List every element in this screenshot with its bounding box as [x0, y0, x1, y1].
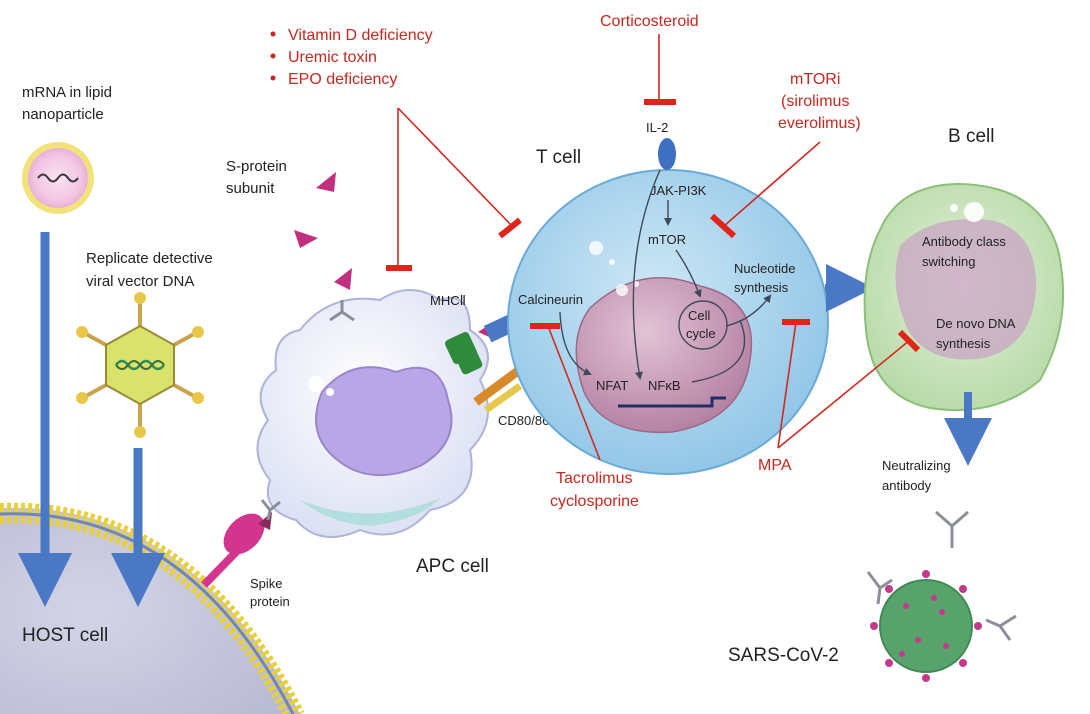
mpa-inhibitor: MPA	[758, 319, 921, 474]
cd80-bar	[473, 364, 525, 406]
corticosteroid-label: Corticosteroid	[600, 13, 699, 30]
nfat-label: NFAT	[596, 378, 628, 393]
mrna-lnp: mRNA in lipid nanoparticle	[22, 84, 116, 214]
virus-body	[879, 579, 973, 673]
inhibit-bar-tcell	[498, 217, 522, 239]
spike-stalk	[201, 547, 241, 588]
calcineurin-label: Calcineurin	[518, 292, 583, 307]
host-cell-label: HOST cell	[22, 625, 108, 646]
mtori-label: mTORi (sirolimus everolimus)	[778, 71, 861, 132]
spike-protein-label: Spike protein	[250, 576, 290, 609]
nucleotide-label: Nucleotide synthesis	[734, 261, 799, 295]
antibody-icon	[866, 571, 893, 605]
corticosteroid-inhibitor: Corticosteroid	[600, 13, 699, 105]
viral-vector: Replicate detective viral vector DNA	[76, 250, 217, 438]
deficiency-item: EPO deficiency	[288, 71, 397, 88]
t-cell-nucleus	[575, 277, 753, 434]
s-protein-label: S-protein subunit	[226, 158, 291, 197]
host-cell-body	[0, 507, 300, 714]
de-novo-label: De novo DNA synthesis	[936, 316, 1018, 351]
cell-cycle-loop	[678, 300, 728, 350]
mrna-label: mRNA in lipid nanoparticle	[22, 84, 116, 123]
il2-receptor	[658, 138, 676, 170]
mtor-label: mTOR	[648, 232, 686, 247]
tacrolimus-inhibitor: Tacrolimus cyclosporine	[530, 323, 639, 510]
vector-spike-tips	[76, 292, 204, 438]
apc-nucleus	[315, 366, 453, 476]
b-cell-label: B cell	[948, 126, 994, 147]
mtori-inhibitor: mTORi (sirolimus everolimus)	[709, 71, 861, 239]
antibody-icon	[260, 499, 281, 521]
antibody-icon	[329, 300, 355, 322]
deficiency-list: Vitamin D deficiency Uremic toxin EPO de…	[270, 27, 522, 271]
mpa-label: MPA	[758, 457, 792, 474]
t-cell: T cell IL-2 JAK-PI3K mTOR Calcineurin Nu…	[507, 120, 829, 475]
cd80-label: CD80/86	[498, 413, 549, 428]
antibody-class-label: Antibody class switching	[922, 234, 1009, 269]
jak-label: JAK-PI3K	[650, 183, 707, 198]
virus-spikes	[870, 570, 982, 682]
host-membrane-outer	[0, 502, 305, 714]
b-cell-nucleus	[895, 219, 1037, 360]
spike-head	[223, 513, 265, 555]
cell-cycle-label: Cell cycle	[686, 308, 716, 341]
t-cell-label: T cell	[536, 147, 581, 168]
b-cell: B cell Antibody class switching De novo …	[863, 126, 1065, 411]
dna-promoter	[618, 396, 726, 408]
antibody-icon	[985, 614, 1017, 641]
apc-cell-label: APC cell	[416, 556, 489, 577]
mhc-complex: MHCⅡ CD80/86	[430, 293, 549, 428]
mrna-strand-icon	[37, 173, 79, 183]
apc-cell: APC cell	[256, 289, 489, 577]
nfkb-label: NFκB	[648, 378, 681, 393]
tacrolimus-label: Tacrolimus cyclosporine	[550, 470, 639, 510]
antibody-icon	[935, 510, 969, 548]
sars-label: SARS-CoV-2	[728, 645, 839, 666]
mhc-label: MHCⅡ	[430, 293, 466, 308]
spike-protein: Spike protein	[201, 512, 290, 609]
inhibit-bar-de-novo	[897, 329, 921, 353]
s-protein-triangle-icon	[294, 230, 318, 248]
s-protein-triangle-icon	[334, 268, 352, 290]
neutralizing-label: Neutralizing antibody	[882, 458, 954, 493]
inhibit-bar-mtor	[709, 213, 737, 239]
s-protein-subunits: S-protein subunit	[226, 158, 352, 290]
viral-vector-label: Replicate detective viral vector DNA	[86, 250, 217, 290]
sars-cov-2-virus: SARS-CoV-2	[728, 570, 1017, 682]
deficiency-item: Vitamin D deficiency	[288, 27, 433, 44]
vector-spikes	[85, 302, 195, 428]
s-protein-triangle-icon	[316, 172, 336, 192]
deficiency-item: Uremic toxin	[288, 49, 377, 66]
il2-label: IL-2	[646, 120, 668, 135]
